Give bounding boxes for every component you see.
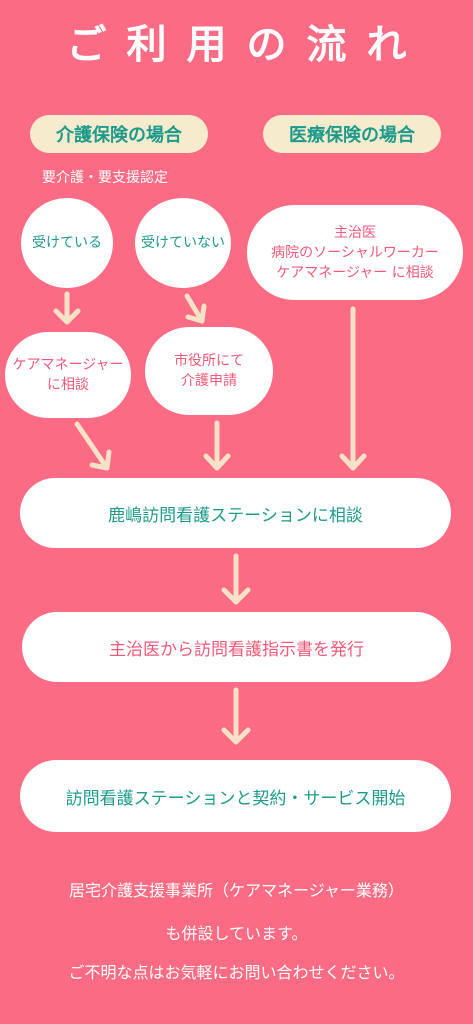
arrow-down-icon — [74, 421, 112, 471]
consult-care-manager-node: ケアマネージャー に相談 — [5, 332, 131, 418]
arrow-down-icon — [221, 687, 251, 745]
city-hall-line-2: 介護申請 — [181, 373, 237, 389]
footer-line-2: も併設しています。 — [165, 924, 308, 943]
care-certification-label: 要介護・要支援認定 — [42, 170, 168, 186]
step-doctor-order: 主治医から訪問看護指示書を発行 — [22, 612, 451, 682]
arrow-down-icon — [53, 291, 81, 325]
long-term-care-insurance-header: 介護保険の場合 — [30, 115, 208, 153]
not-received-certification-node: 受けていない — [135, 198, 231, 288]
contact-doctor: 主治医 — [333, 224, 376, 241]
contact-social-worker: 病院のソーシャルワーカー — [271, 244, 439, 261]
city-hall-line-1: 市役所にて — [174, 353, 244, 369]
received-certification-node: 受けている — [21, 198, 113, 288]
arrow-down-icon — [221, 553, 251, 605]
medical-insurance-header: 医療保険の場合 — [263, 115, 441, 153]
arrow-down-icon — [203, 420, 231, 471]
step-contract-label: 訪問看護ステーションと契約・サービス開始 — [65, 788, 406, 809]
step-doctor-order-label: 主治医から訪問看護指示書を発行 — [109, 639, 364, 660]
arrow-down-icon — [339, 306, 367, 471]
received-label: 受けている — [32, 235, 102, 251]
contact-care-manager: ケアマネージャー に相談 — [276, 264, 434, 281]
step-consult-station: 鹿嶋訪問看護ステーションに相談 — [20, 478, 451, 548]
medical-contacts-node: 主治医 病院のソーシャルワーカー ケアマネージャー に相談 — [247, 205, 463, 300]
step-contract: 訪問看護ステーションと契約・サービス開始 — [20, 760, 451, 832]
consult-care-manager-line-2: に相談 — [47, 377, 89, 393]
footer-line-1: 居宅介護支援事業所（ケアマネージャー業務） — [69, 881, 404, 900]
footer-line-3: ご不明な点はお気軽にお問い合わせください。 — [68, 963, 405, 982]
page-title: ご利用の流れ — [66, 22, 427, 68]
not-received-label: 受けていない — [141, 235, 225, 251]
city-hall-application-node: 市役所にて 介護申請 — [145, 327, 273, 415]
step-consult-station-label: 鹿嶋訪問看護ステーションに相談 — [108, 505, 363, 526]
consult-care-manager-line-1: ケアマネージャー — [12, 357, 124, 373]
arrow-down-icon — [184, 293, 207, 324]
